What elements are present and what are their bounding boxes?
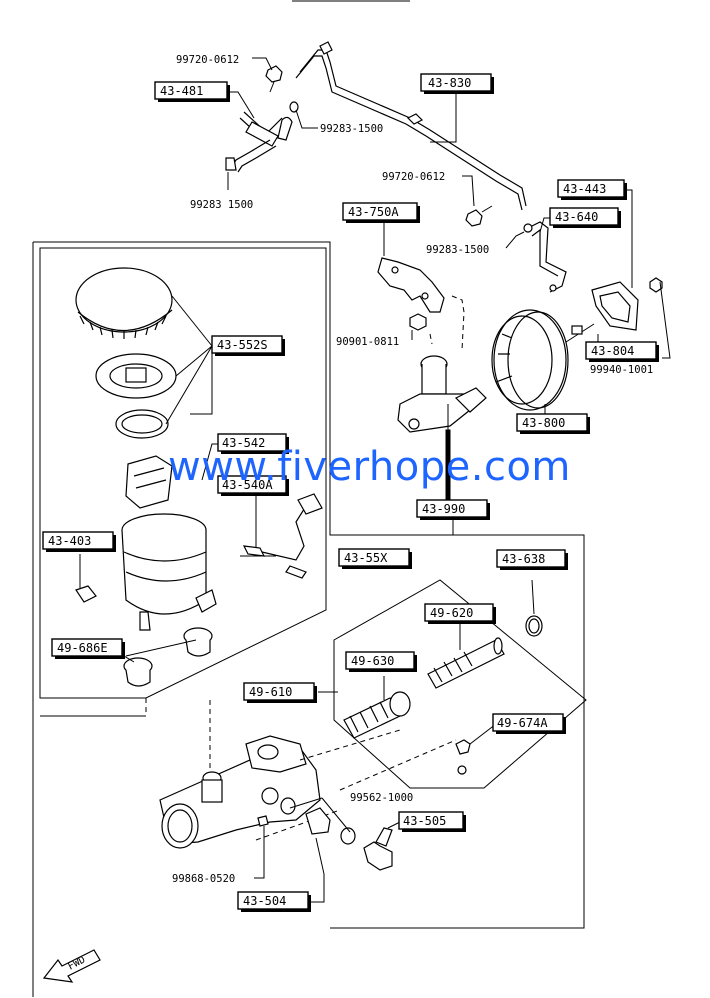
label-43-640: 43-640 [549, 207, 621, 228]
label-text-43-990: 43-990 [422, 502, 465, 516]
washer-99562-b [340, 827, 356, 845]
clip-99283-b [225, 157, 237, 171]
label-43-638: 43-638 [496, 549, 568, 570]
label-text-43-830: 43-830 [428, 76, 471, 90]
label-43-542: 43-542 [217, 433, 289, 454]
reservoir-cap-43-552s [75, 267, 177, 439]
label-43-540a: 43-540A [217, 475, 289, 496]
dashed-guide-reservoir [145, 698, 211, 770]
label-text-49-674a: 49-674A [497, 716, 548, 730]
label-text-43-640: 43-640 [555, 210, 598, 224]
label-text-43-55x: 43-55X [344, 551, 388, 565]
piston-49-620 [427, 637, 505, 689]
piston-49-630 [343, 691, 411, 739]
label-text-49-610: 49-610 [249, 685, 292, 699]
label-text-43-443: 43-443 [563, 182, 606, 196]
label-text-43-750a: 43-750A [348, 205, 399, 219]
master-cylinder-top [397, 355, 487, 433]
seal-49-674a [455, 739, 471, 775]
code-99283-c: 99283-1500 [426, 244, 489, 256]
gasket-43-804 [591, 281, 639, 331]
label-49-686e: 49-686E [51, 638, 125, 659]
bracket-43-640 [523, 221, 567, 293]
level-sensor-43-540a [242, 493, 323, 579]
label-43-504: 43-504 [237, 891, 311, 912]
label-43-55x: 43-55X [338, 548, 412, 569]
master-cylinder-body [159, 735, 321, 849]
label-43-750a: 43-750A [342, 202, 420, 223]
strainer-43-542 [125, 455, 173, 509]
screw-99868 [257, 815, 269, 827]
label-43-481: 43-481 [154, 81, 230, 102]
label-49-630: 49-630 [345, 651, 417, 672]
fwd-arrow-icon: FWD [42, 949, 101, 983]
label-43-804: 43-804 [585, 341, 659, 362]
code-99940: 99940-1001 [590, 364, 653, 376]
label-text-43-504: 43-504 [243, 894, 286, 908]
label-43-830: 43-830 [420, 73, 494, 94]
bolt-43-505 [363, 827, 393, 871]
bolt-99720-mid [465, 209, 483, 227]
label-text-49-630: 49-630 [351, 654, 394, 668]
label-43-990: 43-990 [416, 499, 490, 520]
code-99720-top: 99720-0612 [176, 54, 239, 66]
label-43-403: 43-403 [42, 531, 116, 552]
code-99283-a: 99283-1500 [320, 123, 383, 135]
label-43-443: 43-443 [557, 179, 627, 200]
grommet-49-686e [123, 627, 213, 687]
nut-99940 [649, 277, 663, 293]
clip-99283-a [289, 101, 299, 113]
label-text-43-804: 43-804 [591, 344, 634, 358]
label-49-610: 49-610 [243, 682, 317, 703]
nut-90901 [409, 313, 427, 331]
code-99562: 99562-1000 [350, 792, 413, 804]
bolt-99720-top [265, 65, 283, 93]
label-text-49-686e: 49-686E [57, 641, 108, 655]
code-99283-b: 99283 1500 [190, 199, 253, 211]
clip-43-403 [75, 585, 97, 603]
label-text-43-403: 43-403 [48, 534, 91, 548]
fitting-43-504 [305, 807, 331, 835]
label-text-43-638: 43-638 [502, 552, 545, 566]
label-text-49-620: 49-620 [430, 606, 473, 620]
label-43-800: 43-800 [516, 413, 590, 434]
piston-kit-box [333, 579, 587, 789]
label-text-43-552s: 43-552S [217, 338, 268, 352]
vacuum-pipe-43-830 [295, 41, 527, 211]
label-49-620: 49-620 [424, 603, 496, 624]
hose-43-481 [231, 111, 293, 173]
frame-right-outline [33, 241, 585, 929]
washer-99562-a [280, 797, 296, 815]
reservoir-tank-43-403 [121, 513, 217, 631]
label-text-43-540a: 43-540A [222, 478, 273, 492]
code-99868: 99868-0520 [172, 873, 235, 885]
label-text-43-481: 43-481 [160, 84, 203, 98]
label-49-674a: 49-674A [492, 713, 566, 734]
brake-booster-43-800 [491, 309, 595, 411]
label-43-505: 43-505 [398, 811, 466, 832]
code-90901: 90901-0811 [336, 336, 399, 348]
code-99720-mid: 99720-0612 [382, 171, 445, 183]
label-text-43-542: 43-542 [222, 436, 265, 450]
label-43-552s: 43-552S [211, 335, 285, 356]
bracket-43-750a [377, 257, 445, 313]
reservoir-box [39, 247, 327, 699]
label-text-43-505: 43-505 [403, 814, 446, 828]
label-text-43-800: 43-800 [522, 416, 565, 430]
watermark-text: www.fiverhope.com [168, 444, 571, 490]
